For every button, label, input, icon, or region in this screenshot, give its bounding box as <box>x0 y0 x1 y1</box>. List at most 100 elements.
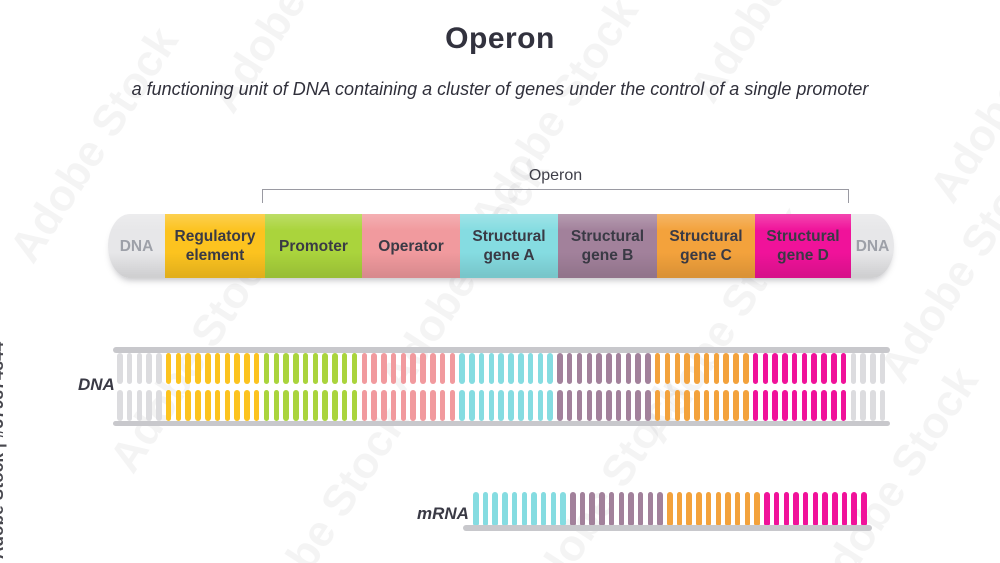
dna-rung <box>870 352 876 421</box>
dna-rung <box>684 352 690 421</box>
dna-rung <box>831 352 837 421</box>
dna-rung <box>654 352 661 421</box>
dna-rung <box>478 352 485 421</box>
dna-rung-top-half <box>850 352 857 384</box>
dna-rung <box>576 352 583 421</box>
page-title: Operon <box>445 22 555 55</box>
mrna-bar <box>560 492 566 525</box>
dna-rung <box>811 352 817 421</box>
dna-rung <box>400 352 407 421</box>
dna-rung-top-half <box>361 352 368 384</box>
map-segment-label: Promoter <box>279 237 348 255</box>
dna-rung-bottom-half <box>263 389 270 421</box>
dna-rung-top-half <box>117 352 123 384</box>
dna-rung-bottom-half <box>136 389 143 421</box>
dna-rung <box>185 352 191 421</box>
dna-rung-top-half <box>684 352 690 384</box>
dna-rung-top-half <box>381 352 387 384</box>
dna-rung-top-half <box>752 352 759 384</box>
mrna-bar <box>618 492 625 525</box>
dna-rung-bottom-half <box>156 389 162 421</box>
map-segment-label: Regulatory <box>174 228 256 245</box>
dna-rung-bottom-half <box>332 389 338 421</box>
dna-rung-bottom-half <box>518 389 524 421</box>
dna-rung-top-half <box>126 352 133 384</box>
dna-rung-bottom-half <box>537 389 544 421</box>
dna-rung-top-half <box>302 352 309 384</box>
dna-rung-top-half <box>870 352 876 384</box>
map-segment-label: Structural <box>669 228 743 245</box>
dna-rung <box>322 352 328 421</box>
dna-rung <box>703 352 710 421</box>
dna-rung-bottom-half <box>146 389 152 421</box>
mrna-bar <box>764 492 770 525</box>
dna-rung <box>312 352 319 421</box>
dna-rung-bottom-half <box>410 389 416 421</box>
dna-rung-top-half <box>185 352 191 384</box>
dna-rung <box>283 352 289 421</box>
dna-rung-top-half <box>713 352 720 384</box>
dna-rung <box>449 352 456 421</box>
dna-rung-bottom-half <box>224 389 231 421</box>
dna-rung-bottom-half <box>791 389 798 421</box>
dna-rung-top-half <box>508 352 514 384</box>
dna-rung <box>390 352 397 421</box>
dna-rung <box>791 352 798 421</box>
dna-rung-bottom-half <box>430 389 436 421</box>
dna-rung-bottom-half <box>752 389 759 421</box>
dna-rung-top-half <box>488 352 495 384</box>
dna-rung <box>596 352 602 421</box>
dna-rung-top-half <box>400 352 407 384</box>
dna-rung <box>625 352 632 421</box>
dna-rung-top-half <box>478 352 485 384</box>
dna-rung <box>293 352 299 421</box>
dna-rung-bottom-half <box>508 389 514 421</box>
dna-rung-top-half <box>831 352 837 384</box>
dna-rung-bottom-half <box>439 389 446 421</box>
dna-rung <box>488 352 495 421</box>
map-segment-label: Operator <box>378 237 444 255</box>
mrna-bar <box>812 492 819 525</box>
dna-rung-top-half <box>772 352 778 384</box>
dna-rung-top-half <box>860 352 866 384</box>
dna-rung-bottom-half <box>743 389 749 421</box>
mrna-bar <box>793 492 799 525</box>
dna-rung <box>537 352 544 421</box>
dna-rung-bottom-half <box>586 389 592 421</box>
dna-rung <box>175 352 182 421</box>
dna-rung-top-half <box>743 352 749 384</box>
map-segment-label: gene B <box>581 247 634 264</box>
dna-rung-bottom-half <box>420 389 426 421</box>
dna-rung <box>674 352 681 421</box>
dna-rung <box>136 352 143 421</box>
dna-rung-bottom-half <box>371 389 377 421</box>
dna-rung-bottom-half <box>449 389 456 421</box>
dna-rung <box>126 352 133 421</box>
dna-rung-bottom-half <box>645 389 651 421</box>
map-segment-label: gene C <box>680 247 732 264</box>
dna-rung-top-half <box>234 352 240 384</box>
dna-rung-top-half <box>762 352 769 384</box>
dna-rung-top-half <box>879 352 886 384</box>
dna-rung <box>860 352 866 421</box>
dna-rung <box>518 352 524 421</box>
mrna-strand-label: mRNA <box>417 504 469 523</box>
dna-rung-bottom-half <box>674 389 681 421</box>
dna-rung-bottom-half <box>684 389 690 421</box>
dna-rung-bottom-half <box>478 389 485 421</box>
dna-rung-top-half <box>566 352 573 384</box>
dna-rung-top-half <box>175 352 182 384</box>
mrna-bar <box>502 492 508 525</box>
dna-rung-top-half <box>430 352 436 384</box>
dna-rung-top-half <box>645 352 651 384</box>
dna-rung-bottom-half <box>879 389 886 421</box>
dna-rung <box>263 352 270 421</box>
dna-rung <box>645 352 651 421</box>
dna-rung-bottom-half <box>214 389 221 421</box>
mrna-bar <box>705 492 712 525</box>
dna-rung <box>381 352 387 421</box>
